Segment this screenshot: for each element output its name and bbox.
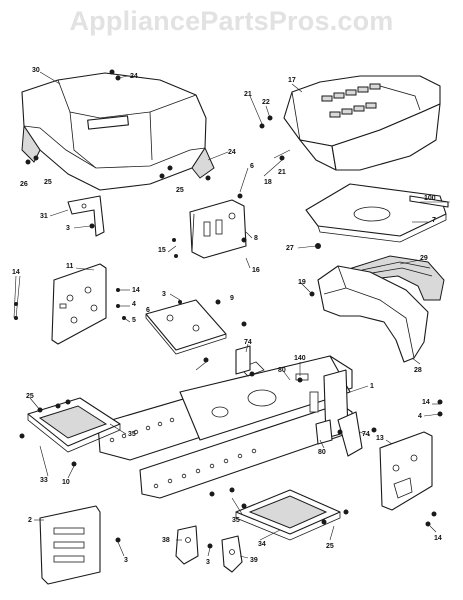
- callout-13: 13: [376, 435, 384, 442]
- callout-14: 14: [12, 269, 20, 276]
- callout-74: 74: [244, 339, 252, 346]
- callout-16: 16: [252, 267, 260, 274]
- callout-80: 80: [318, 449, 326, 456]
- callout-28: 28: [414, 367, 422, 374]
- callout-29: 29: [420, 255, 428, 262]
- callout-3: 3: [124, 557, 128, 564]
- callout-24: 24: [228, 149, 236, 156]
- callout-3: 3: [162, 291, 166, 298]
- callout-30: 30: [32, 67, 40, 74]
- part-main-frame: [97, 355, 353, 499]
- callout-21: 21: [244, 91, 252, 98]
- callout-4: 4: [132, 301, 136, 308]
- part-front-plate: [39, 505, 101, 585]
- callout-27: 27: [286, 245, 294, 252]
- callout-80: 80: [278, 367, 286, 374]
- callout-19: 19: [298, 279, 306, 286]
- part-hood: [283, 75, 441, 171]
- part-dash-plate: [145, 299, 227, 355]
- callout-25: 25: [26, 393, 34, 400]
- watermark-text: AppliancePartsPros.com: [69, 6, 394, 36]
- callout-21: 21: [278, 169, 286, 176]
- part-pedal-brackets: [175, 525, 243, 573]
- part-footrest-right: [235, 489, 341, 541]
- callout-39: 39: [250, 557, 258, 564]
- part-dash-panel: [21, 72, 215, 191]
- callout-7: 7: [432, 217, 436, 224]
- callout-100: 100: [424, 195, 436, 202]
- callout-3: 3: [206, 559, 210, 566]
- callout-140: 140: [294, 355, 306, 362]
- callout-6: 6: [146, 307, 150, 314]
- part-support-panel: [189, 199, 247, 259]
- callout-33: 33: [40, 477, 48, 484]
- callout-labels: 30 24 17 21 22 18 21 24 26 25 25 6 100 7…: [12, 67, 442, 566]
- callout-74: 74: [362, 431, 370, 438]
- part-front-panel: [317, 265, 429, 363]
- callout-25: 25: [44, 179, 52, 186]
- callout-10: 10: [62, 479, 70, 486]
- leader-lines: [13, 71, 450, 559]
- callout-11: 11: [66, 263, 74, 270]
- callout-24: 24: [130, 73, 138, 80]
- callout-14: 14: [422, 399, 430, 406]
- callout-14: 14: [434, 535, 442, 542]
- callout-34: 34: [258, 541, 266, 548]
- part-side-plate-right: [379, 431, 433, 511]
- callout-14: 14: [132, 287, 140, 294]
- callout-25: 25: [176, 187, 184, 194]
- callout-8: 8: [254, 235, 258, 242]
- callout-4: 4: [418, 413, 422, 420]
- callout-15: 15: [158, 247, 166, 254]
- callout-17: 17: [288, 77, 296, 84]
- callout-3: 3: [66, 225, 70, 232]
- part-frame-brackets: [235, 345, 363, 457]
- callout-22: 22: [262, 99, 270, 106]
- callout-38: 38: [162, 537, 170, 544]
- callout-35: 35: [232, 517, 240, 524]
- callout-35: 35: [128, 431, 136, 438]
- part-footrest-left: [27, 397, 121, 453]
- callout-26: 26: [20, 181, 28, 188]
- callout-9: 9: [230, 295, 234, 302]
- part-hood-pan: [305, 183, 449, 243]
- callout-6: 6: [250, 163, 254, 170]
- callout-25: 25: [326, 543, 334, 550]
- callout-5: 5: [132, 317, 136, 324]
- callout-2: 2: [28, 517, 32, 524]
- part-bracket-31: [67, 195, 105, 237]
- callout-18: 18: [264, 179, 272, 186]
- callout-31: 31: [40, 213, 48, 220]
- part-side-plate-left: [51, 263, 107, 345]
- callout-1: 1: [370, 383, 374, 390]
